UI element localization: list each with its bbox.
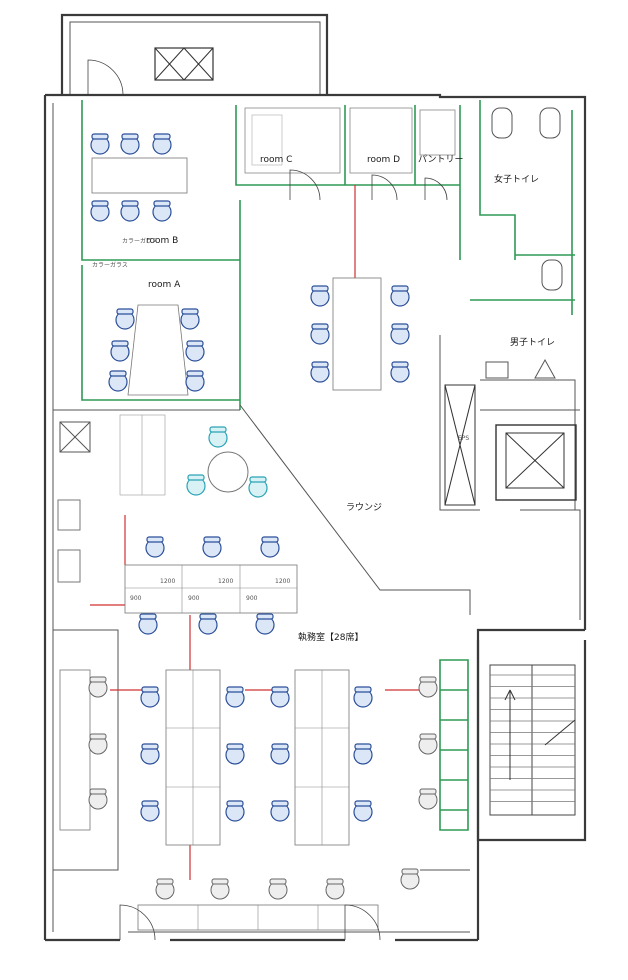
room-c-label: room C <box>260 155 292 165</box>
office-label: 執務室【28席】 <box>298 631 363 643</box>
chair-icon <box>353 800 373 822</box>
chair-icon <box>210 878 230 900</box>
chair-icon <box>390 361 410 383</box>
chair-icon <box>268 878 288 900</box>
chair-icon <box>390 285 410 307</box>
chair-icon <box>353 743 373 765</box>
chair-icon <box>198 613 218 635</box>
chair-icon <box>310 323 330 345</box>
eps-label: EPS <box>458 435 469 442</box>
desk-cluster-lower <box>59 669 350 846</box>
lounge-label: ラウンジ <box>346 502 382 513</box>
chair-icon <box>270 800 290 822</box>
toilet-icon <box>539 107 561 139</box>
chair-icon <box>185 340 205 362</box>
eps-elevator: EPS <box>444 384 577 506</box>
lounge-round-table <box>207 451 249 493</box>
chair-icon <box>225 686 245 708</box>
chair-icon <box>418 733 438 755</box>
chair-icon <box>185 370 205 392</box>
room-a: カラーガラス room A <box>92 261 189 396</box>
chair-icon <box>390 323 410 345</box>
chair-icon <box>88 676 108 698</box>
chair-icon <box>310 285 330 307</box>
interior-walls <box>53 335 581 871</box>
chair-icon <box>140 800 160 822</box>
dimension-lines <box>90 185 420 880</box>
chair-icon <box>208 426 228 448</box>
desk-dim-lower: 900 <box>188 595 200 602</box>
chair-icon <box>225 743 245 765</box>
chair-icon <box>140 686 160 708</box>
desk-dim: 1200 <box>275 578 290 585</box>
elevator-icon <box>495 424 577 501</box>
chair-icon <box>110 340 130 362</box>
chair-icon <box>353 686 373 708</box>
chair-icon <box>90 200 110 222</box>
chair-icon <box>186 474 206 496</box>
chair-icon <box>180 308 200 330</box>
chair-icon <box>418 676 438 698</box>
glass-partitions <box>81 100 575 831</box>
chair-icon <box>138 613 158 635</box>
desk-cluster-upper: 1200 1200 1200 900 900 900 <box>124 564 298 614</box>
toilet-icon <box>491 107 513 139</box>
desk-dim-lower: 900 <box>246 595 258 602</box>
chair-icon <box>202 536 222 558</box>
chair-icon <box>88 788 108 810</box>
chair-icon <box>260 536 280 558</box>
lounge-table: ラウンジ <box>332 277 382 513</box>
mens-toilet-label: 男子トイレ <box>510 337 555 348</box>
toilets-area: 女子トイレ 男子トイレ <box>485 107 563 379</box>
exterior-walls <box>43 93 587 942</box>
chair-icon <box>88 733 108 755</box>
chair-icon <box>90 133 110 155</box>
desk-dim: 1200 <box>160 578 175 585</box>
chair-icon <box>225 800 245 822</box>
desk-dim-lower: 900 <box>130 595 142 602</box>
chair-icon <box>325 878 345 900</box>
chair-icon <box>145 536 165 558</box>
chair-icon <box>270 686 290 708</box>
room-a-label: room A <box>148 280 181 290</box>
top-balcony <box>60 13 329 96</box>
chair-icon <box>155 878 175 900</box>
room-d-label: room D <box>367 155 400 165</box>
meeting-rooms-top: room C room D パントリー <box>244 107 463 201</box>
chair-icon <box>120 200 140 222</box>
desk-row-bottom <box>119 904 381 941</box>
room-b-label: room B <box>146 236 178 246</box>
toilet-icon <box>541 259 563 291</box>
chair-icon <box>248 476 268 498</box>
womens-toilet-label: 女子トイレ <box>494 173 539 185</box>
chair-icon <box>140 743 160 765</box>
chairs <box>88 133 438 900</box>
desk-dim: 1200 <box>218 578 233 585</box>
left-utility <box>57 414 166 583</box>
chair-icon <box>108 370 128 392</box>
pantry-label: パントリー <box>418 154 463 165</box>
chair-icon <box>418 788 438 810</box>
chair-icon <box>400 868 420 890</box>
chair-icon <box>115 308 135 330</box>
chair-icon <box>152 133 172 155</box>
chair-icon <box>310 361 330 383</box>
chair-icon <box>255 613 275 635</box>
chair-icon <box>270 743 290 765</box>
color-glass-label-1: カラーガラス <box>122 237 158 245</box>
room-b: room B カラーガラス <box>91 157 188 246</box>
stairs-icon <box>489 664 576 816</box>
chair-icon <box>152 200 172 222</box>
chair-icon <box>120 133 140 155</box>
color-glass-label-2: カラーガラス <box>92 261 128 269</box>
